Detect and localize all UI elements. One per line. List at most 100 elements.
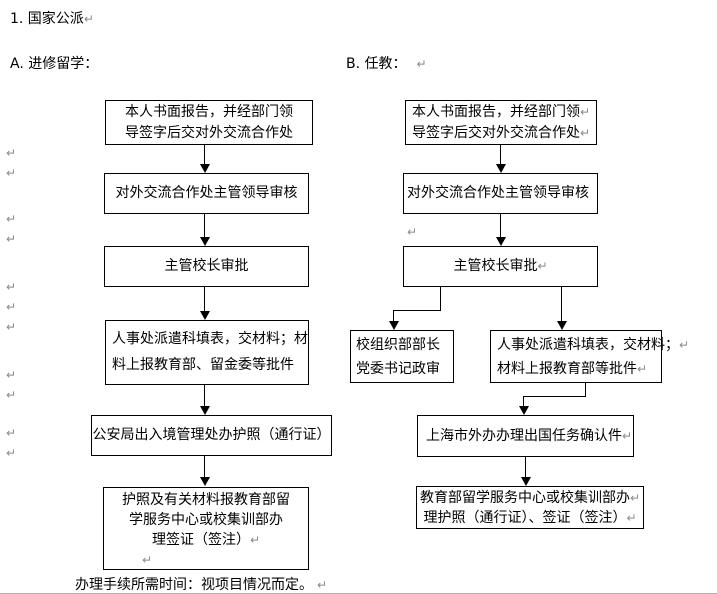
arrow-line	[204, 385, 205, 406]
arrow-down-icon	[496, 237, 506, 246]
paragraph-mark-icon: ↵	[537, 259, 548, 273]
step-text-line: 学服务中心或校集训部办	[104, 510, 308, 530]
paragraph-mark-icon: ↵	[6, 232, 17, 246]
footer-note: 办理手续所需时间：视项目情况而定。 ↵	[75, 574, 328, 593]
arrow-line	[500, 145, 501, 165]
flow-a-step-6-box: 护照及有关材料报教育部留 学服务中心或校集训部办 理签证（签注）↵ ↵	[103, 487, 309, 570]
arrow-down-icon	[496, 164, 506, 173]
step-text: 料上报教育部、留金委等批件	[112, 357, 294, 373]
step-text: 导签字后交对外交流合作处	[411, 125, 580, 141]
doc-title: 1. 国家公派↵	[10, 8, 94, 28]
arrow-line	[204, 456, 205, 477]
arrow-down-icon	[200, 311, 210, 320]
arrow-line	[585, 383, 586, 397]
flow-a-step-3-box: 主管校长审批	[104, 246, 309, 287]
step-text: 对外交流合作处主管领导审核	[407, 185, 589, 201]
arrow-line	[523, 396, 586, 397]
paragraph-mark-icon: ↵	[317, 578, 328, 592]
section-b-text: B. 任教：	[346, 56, 407, 72]
step-text: 主管校长审批	[164, 258, 249, 274]
step-text: 对外交流合作处主管领导审核	[115, 185, 298, 201]
arrow-line	[204, 214, 205, 237]
paragraph-mark-icon: ↵	[579, 126, 591, 140]
step-text-line: 材料上报教育部等批件↵	[497, 357, 661, 381]
paragraph-mark-icon: ↵	[142, 553, 153, 567]
step-text: 护照及有关材料报教育部留	[122, 492, 290, 508]
paragraph-mark-icon: ↵	[6, 212, 17, 226]
flow-b-step-6-box: 教育部留学服务中心或校集训部办↵ 理护照（通行证）、签证（签注）↵	[416, 486, 644, 529]
arrow-down-icon	[200, 477, 210, 486]
paragraph-mark-icon: ↵	[637, 362, 648, 376]
paragraph-mark-icon: ↵	[6, 368, 17, 382]
paragraph-mark-icon: ↵	[6, 280, 17, 294]
arrow-down-icon	[519, 406, 529, 415]
doc-title-text: 1. 国家公派	[10, 11, 84, 27]
arrow-down-icon	[389, 321, 399, 330]
paragraph-mark-icon: ↵	[6, 426, 17, 440]
paragraph-mark-icon: ↵	[416, 57, 427, 71]
paragraph-mark-icon: ↵	[6, 446, 17, 460]
paragraph-mark-icon: ↵	[622, 429, 633, 443]
arrow-down-icon	[200, 406, 210, 415]
step-text-line: 导签字后交对外交流合作处	[106, 123, 312, 144]
section-b-label: B. 任教： ↵	[346, 53, 427, 73]
step-text: 学服务中心或校集训部办	[129, 512, 283, 528]
flow-b-step-4b-box: 人事处派遣科填表，交材料；↵ 材料上报教育部等批件↵	[490, 330, 689, 383]
step-text: 教育部留学服务中心或校集训部办	[419, 490, 630, 506]
arrow-line	[525, 457, 526, 477]
paragraph-mark-icon: ↵	[6, 388, 17, 402]
paragraph-mark-icon: ↵	[6, 320, 17, 334]
footer-note-text: 办理手续所需时间：视项目情况而定。	[75, 577, 313, 593]
flow-a-step-5-box: 公安局出入境管理处办护照（通行证）	[91, 415, 332, 456]
paragraph-mark-icon: ↵	[626, 511, 637, 525]
arrow-down-icon	[200, 237, 210, 246]
step-text-line: 本人书面报告，并经部门领	[106, 102, 312, 123]
step-text-line: 护照及有关材料报教育部留	[104, 490, 308, 510]
arrow-down-icon	[200, 164, 210, 173]
step-text-line: 本人书面报告，并经部门领↵	[406, 102, 596, 123]
step-text-line: 料上报教育部、留金委等批件	[112, 352, 308, 378]
flow-a-step-2-box: 对外交流合作处主管领导审核	[104, 173, 309, 214]
paragraph-mark-icon: ↵	[6, 146, 17, 160]
step-text: 本人书面报告，并经部门领	[125, 104, 293, 120]
step-text: 校组织部部长	[356, 337, 440, 353]
arrow-line	[523, 396, 524, 407]
flow-b-step-3-box: 主管校长审批↵	[403, 246, 598, 287]
section-a-label: A. 进修留学：	[10, 53, 98, 73]
paragraph-mark-icon: ↵	[407, 225, 418, 239]
step-text: 党委书记政审	[356, 361, 440, 377]
step-text-line: 校组织部部长	[356, 333, 453, 357]
arrow-line	[500, 214, 501, 237]
step-text-line: 理护照（通行证）、签证（签注）↵	[417, 508, 643, 528]
paragraph-mark-icon: ↵	[6, 166, 17, 180]
paragraph-mark-icon: ↵	[249, 533, 261, 547]
paragraph-mark-icon: ↵	[579, 105, 591, 119]
step-text-line: 导签字后交对外交流合作处↵	[406, 123, 596, 144]
arrow-line	[440, 287, 441, 311]
step-text: 主管校长审批	[453, 258, 538, 274]
step-text-line: 党委书记政审	[356, 357, 453, 381]
arrow-line	[561, 287, 562, 322]
step-text: 材料上报教育部等批件	[497, 361, 637, 377]
paragraph-mark-icon: ↵	[679, 338, 690, 352]
flow-b-step-4a-box: 校组织部部长 党委书记政审	[350, 330, 454, 383]
step-text-line: 理签证（签注）↵	[104, 530, 308, 550]
step-text-line: 人事处派遣科填表，交材料；↵	[497, 333, 689, 357]
arrow-down-icon	[521, 477, 531, 486]
flow-a-step-1-box: 本人书面报告，并经部门领 导签字后交对外交流合作处	[105, 100, 313, 145]
arrow-line	[204, 145, 205, 165]
paragraph-mark-icon: ↵	[83, 12, 94, 26]
step-text: 人事处派遣科填表，交材料；	[497, 337, 679, 353]
step-text-line: 人事处派遣科填表，交材料；材	[112, 326, 308, 352]
flow-b-step-1-box: 本人书面报告，并经部门领↵ 导签字后交对外交流合作处↵	[405, 100, 597, 145]
step-text: 公安局出入境管理处办护照（通行证）	[92, 427, 331, 443]
paragraph-mark-icon: ↵	[629, 491, 641, 505]
step-text: 导签字后交对外交流合作处	[125, 125, 293, 141]
step-text: 理护照（通行证）、签证（签注）	[423, 510, 627, 526]
paragraph-mark-icon: ↵	[6, 300, 17, 314]
step-text: 上海市外办办理出国任务确认件	[426, 428, 622, 444]
arrow-line	[204, 287, 205, 311]
flow-b-step-2-box: 对外交流合作处主管领导审核 ↵	[403, 173, 598, 239]
arrow-down-icon	[557, 321, 567, 330]
